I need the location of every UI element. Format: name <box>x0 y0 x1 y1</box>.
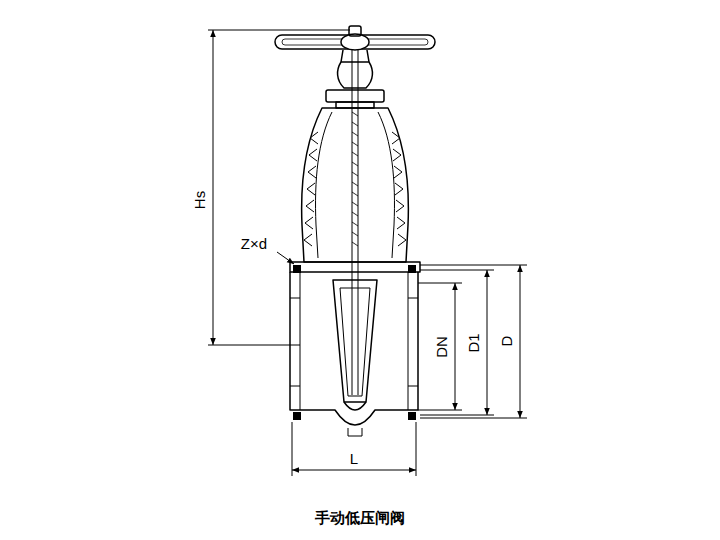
caption: 手动低压闸阀 <box>315 511 405 526</box>
bolt-spec-label: Z×d <box>241 236 267 251</box>
stem-nut <box>341 50 369 62</box>
dimension-label: D1 <box>466 333 481 352</box>
leader-line <box>277 252 294 264</box>
bonnet-flange <box>290 262 420 272</box>
dimension-label: Hs <box>192 191 207 209</box>
bonnet <box>302 108 409 262</box>
dimension-lines <box>208 30 527 476</box>
handwheel <box>275 35 435 49</box>
dimension-label: L <box>350 451 358 466</box>
seal-ring <box>293 265 416 420</box>
valve-body <box>290 272 418 425</box>
gate-wedge <box>333 280 377 402</box>
bonnet-collar <box>326 90 384 102</box>
dimension-label: D <box>499 336 514 347</box>
dimension-label: DN <box>434 336 449 358</box>
